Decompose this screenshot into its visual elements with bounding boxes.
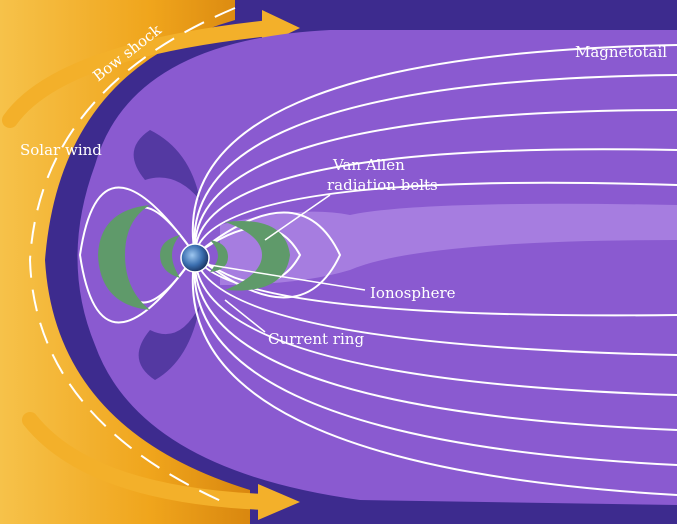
radiation-belt-inner-right: [210, 240, 228, 272]
polar-cusp-bottom: [138, 305, 200, 380]
earth-icon: [180, 243, 210, 273]
magnetotail-label: Magnetotail: [575, 43, 667, 61]
van-allen-label-line2: radiation belts: [327, 176, 438, 194]
ionosphere-label: Ionosphere: [370, 284, 456, 302]
solar-wind-band: [0, 0, 250, 524]
radiation-belt-outer-right: [225, 220, 290, 291]
bow-shock-line: [28, 7, 236, 506]
current-ring-label: Current ring: [268, 330, 364, 348]
solar-wind-arrow-top: [2, 20, 278, 128]
leader-lines: [209, 194, 366, 333]
radiation-belt-outer-left: [98, 205, 150, 310]
arrow-icon: [258, 484, 300, 520]
polar-cusp-top: [133, 130, 200, 200]
solar-wind-label: Solar wind: [20, 141, 102, 159]
solar-wind-arrow-bottom: [22, 412, 273, 510]
van-allen-label-line1: Van Allen: [332, 156, 405, 174]
field-lines: [78, 44, 677, 496]
radiation-belt-inner-left: [160, 235, 180, 278]
